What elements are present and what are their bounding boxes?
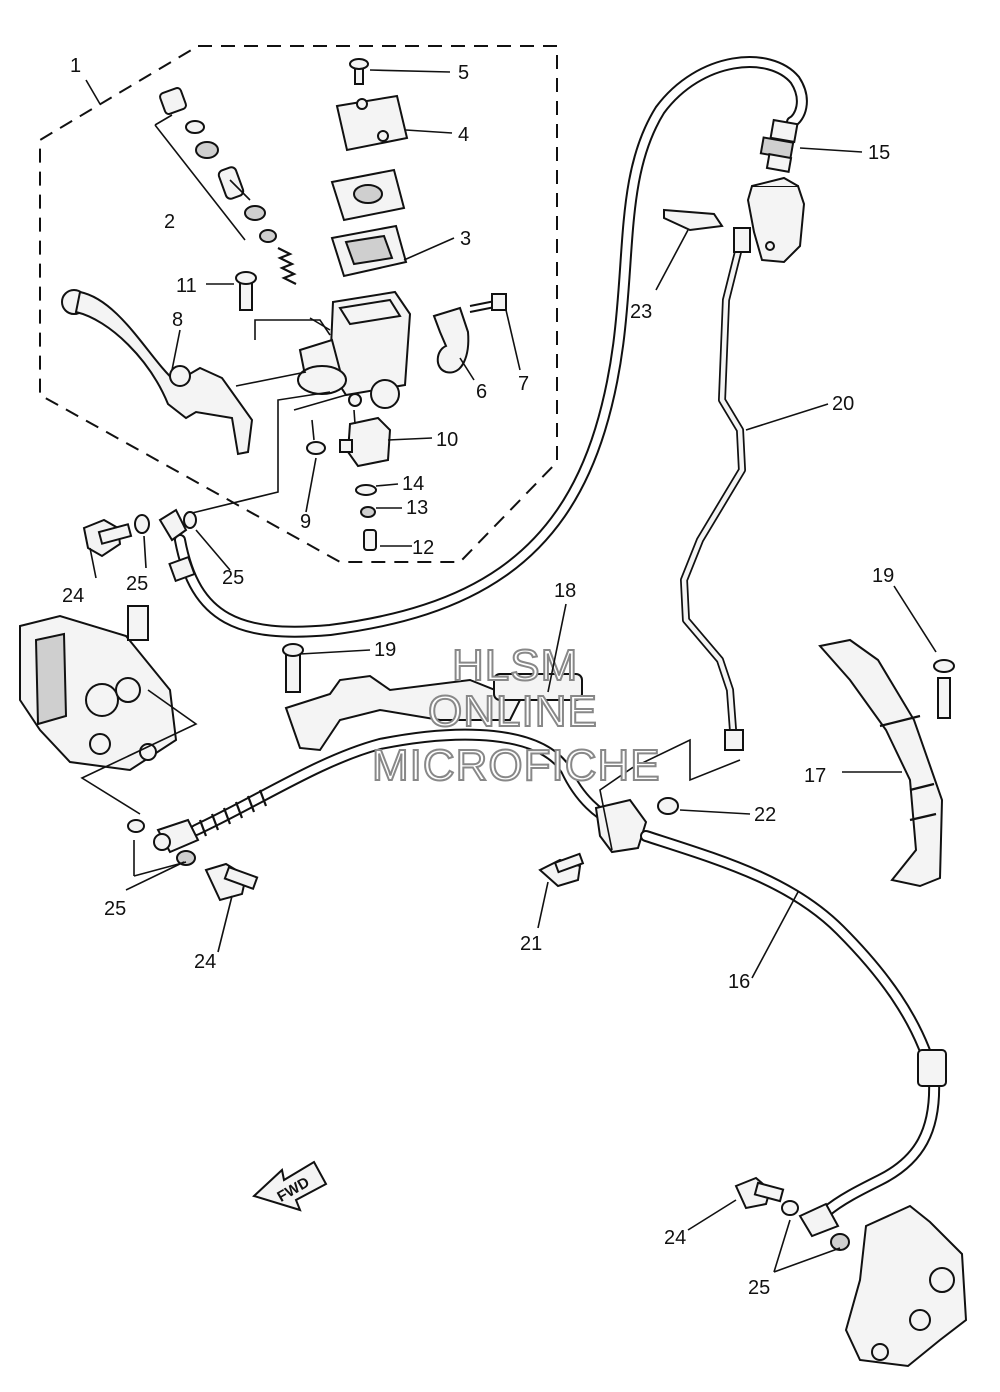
callout-24b: 24 [194,951,216,973]
right-brake-hose-inner [642,832,939,1216]
callout-19a: 19 [374,639,396,661]
callout-12: 12 [412,537,434,559]
hose-bracket [663,176,806,264]
callout-17: 17 [804,765,826,787]
brake-switch [306,416,392,551]
callout-25a: 25 [126,573,148,595]
watermark: HLSM ONLINE MICROFICHE [371,640,661,791]
callout-leaders [85,69,937,1273]
watermark-line2: ONLINE [428,687,598,736]
fwd-arrow: FWD [252,1160,328,1212]
pipe-top-nut [733,227,751,253]
callout-5: 5 [458,62,469,84]
clamp-and-bolt [432,293,507,374]
lower-left-hose-armor [198,789,268,837]
callout-6: 6 [476,381,487,403]
master-cylinder-body [297,290,412,409]
callout-8: 8 [172,309,183,331]
callout-2: 2 [164,211,175,233]
callout-25b: 25 [222,567,244,589]
right-caliper [734,1176,968,1368]
master-cylinder-assembly [61,58,507,551]
lower-left-banjo [127,818,259,902]
callout-14: 14 [402,473,424,495]
callout-1: 1 [70,55,81,77]
hose-guard [818,638,955,888]
callout-16: 16 [728,971,750,993]
upper-brake-hose-inner [176,58,806,636]
reservoir-cap-parts [330,58,409,278]
hose-clamp [282,643,583,752]
watermark-line1: HLSM [452,641,578,690]
left-caliper [19,605,198,815]
callout-3: 3 [460,228,471,250]
callout-15: 15 [868,142,890,164]
callout-20: 20 [832,393,854,415]
brake-pipe-inner [681,233,745,733]
callout-24a: 24 [62,585,84,607]
callout-13: 13 [406,497,428,519]
watermark-line3: MICROFICHE [372,741,661,790]
brake-lever [61,271,257,456]
callout-21: 21 [520,933,542,955]
upper-brake-hose [174,56,808,638]
callout-9: 9 [300,511,311,533]
callout-labels: 1 5 4 2 3 11 8 6 7 10 14 13 9 12 24 25 2… [62,55,894,1299]
callout-10: 10 [436,429,458,451]
callout-18: 18 [554,580,576,602]
piston-kit-part [154,87,297,285]
callout-4: 4 [458,124,469,146]
right-hose-collar [917,1049,947,1087]
callout-25d: 25 [748,1277,770,1299]
callout-19b: 19 [872,565,894,587]
upper-hose-fitting [759,118,799,173]
callout-11: 11 [176,275,197,297]
callout-22: 22 [754,804,776,826]
hose-junction [538,738,741,888]
lower-left-hose-inner [192,730,616,834]
callout-7: 7 [518,373,529,395]
upper-left-banjo [82,508,197,583]
callout-23: 23 [630,301,652,323]
callout-25c: 25 [104,898,126,920]
assembly-boundary [39,45,558,563]
pipe-bottom-nut [724,729,744,751]
callout-24c: 24 [664,1227,686,1249]
